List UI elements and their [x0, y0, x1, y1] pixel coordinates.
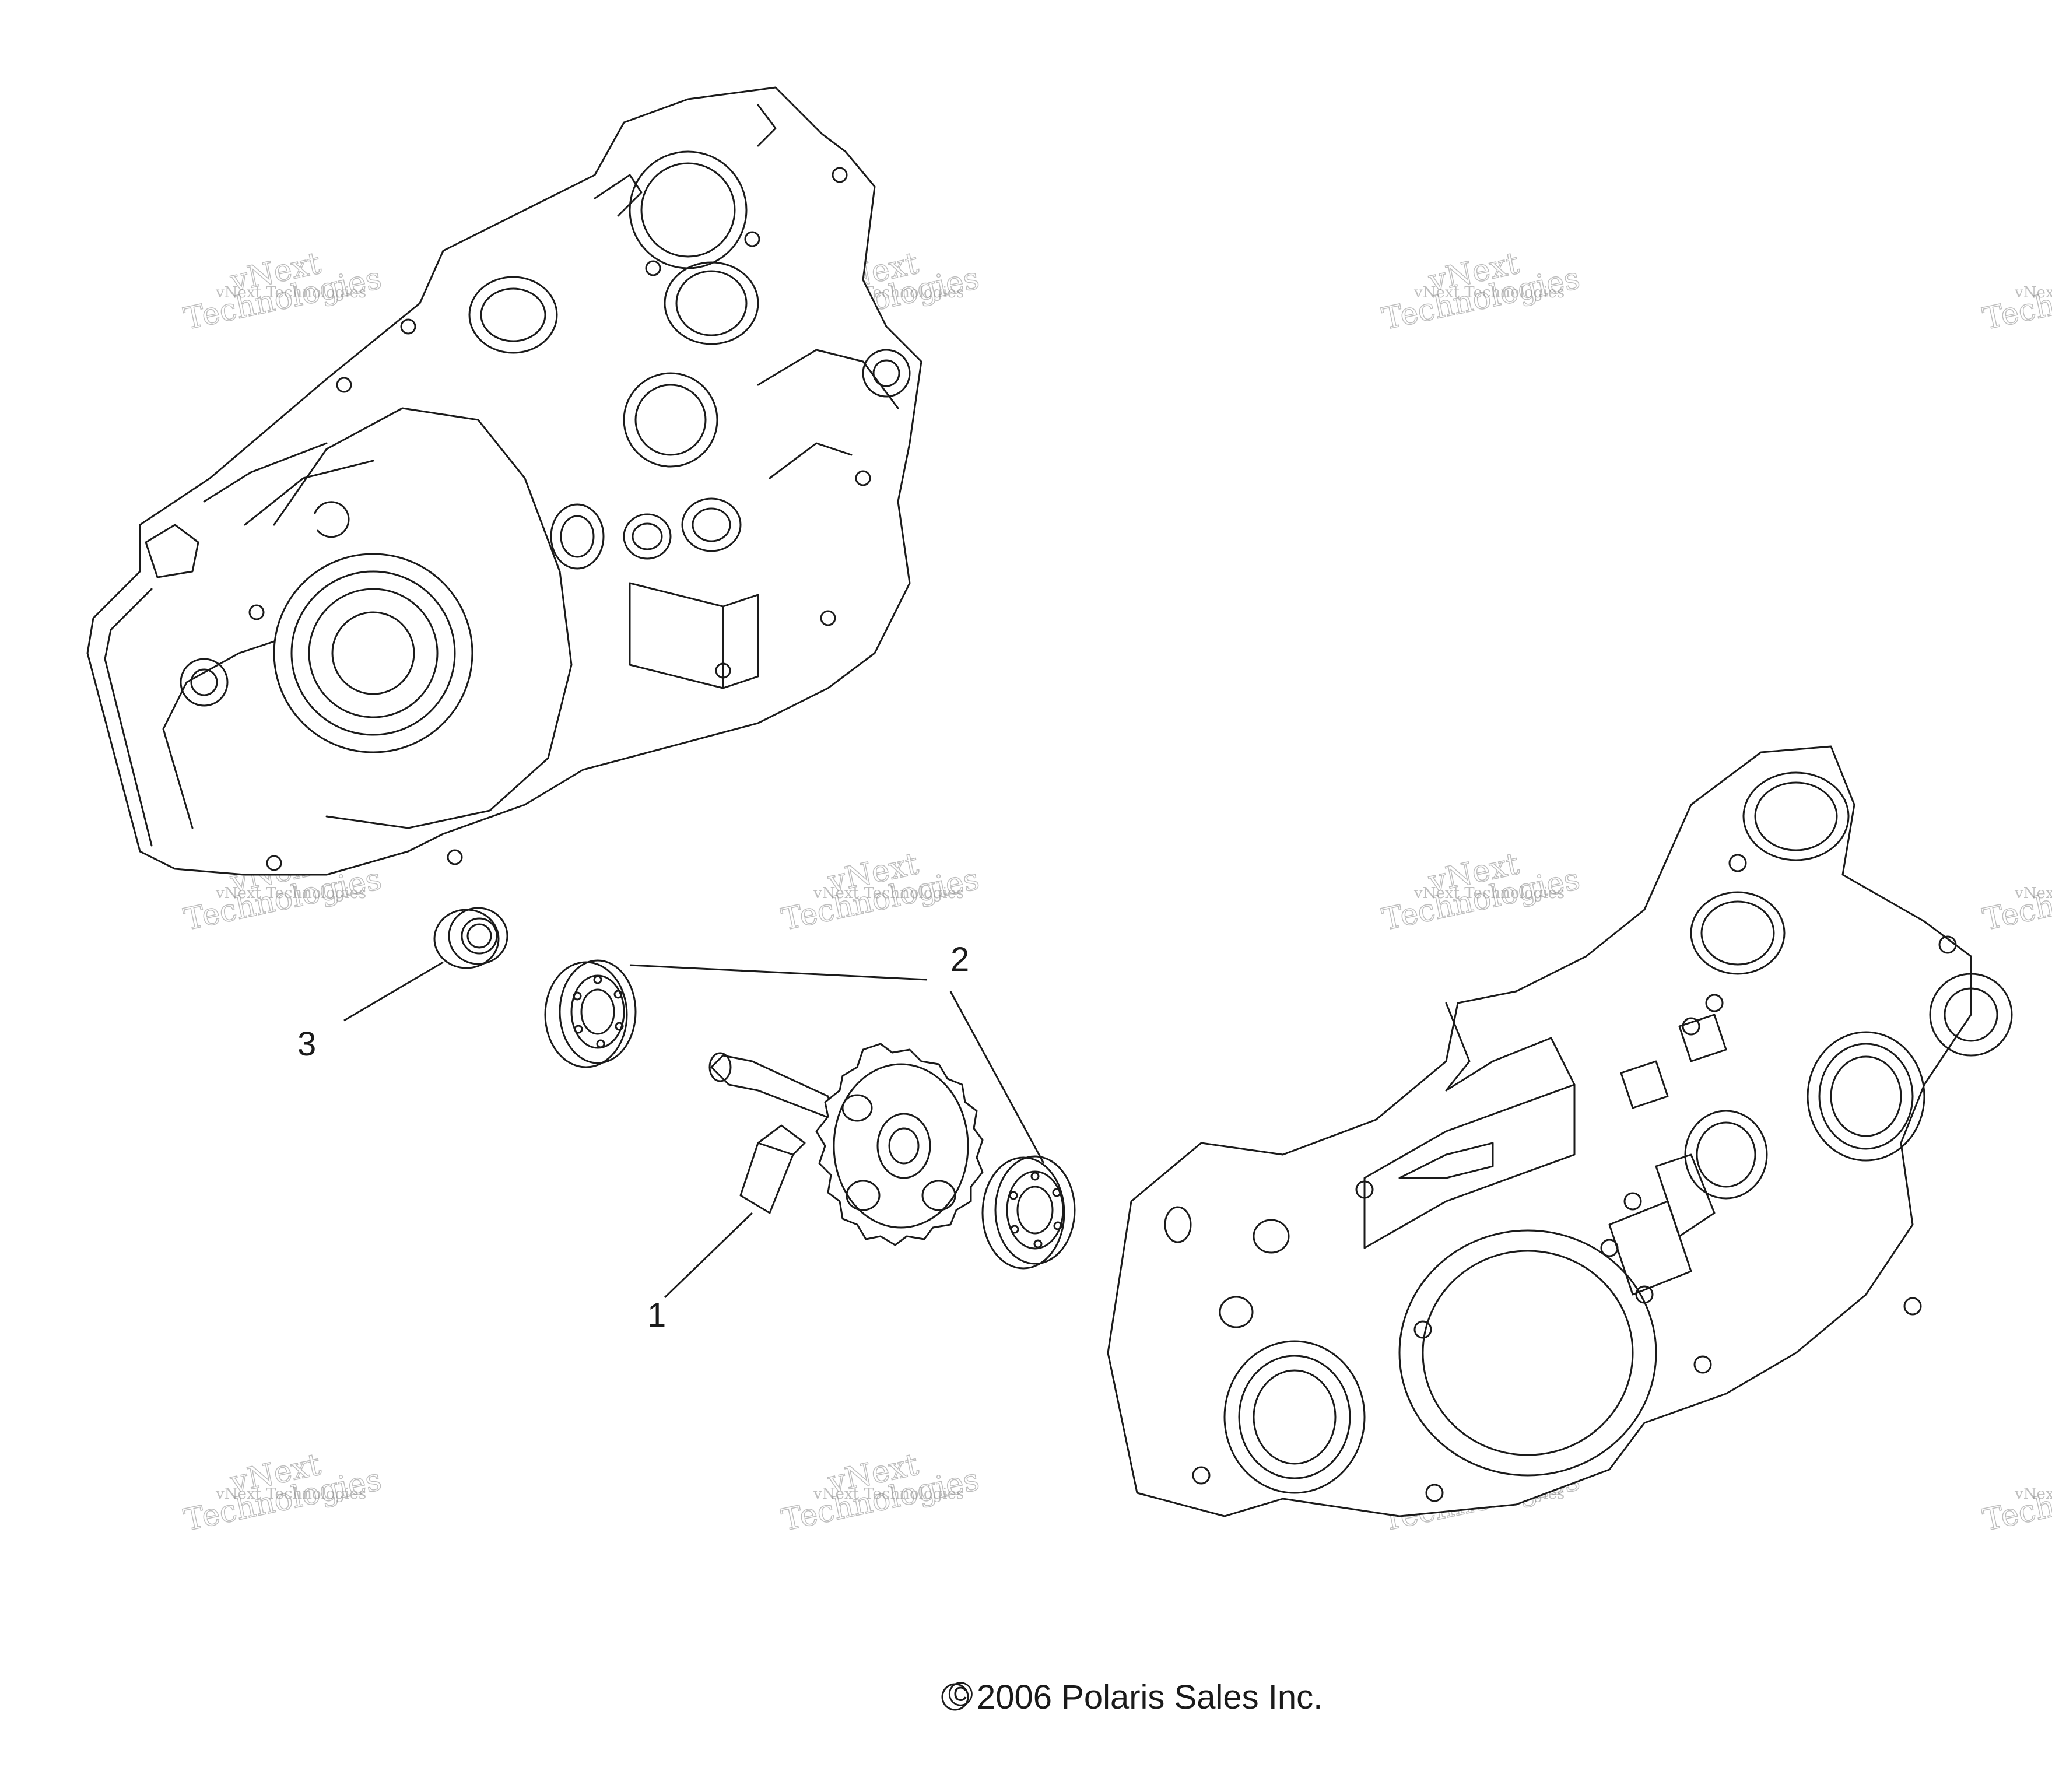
watermark: vNext Technologies vNext Technologies — [1378, 246, 1583, 338]
svg-text:vNext Technologies: vNext Technologies — [215, 284, 366, 301]
callout-2: 2 — [950, 941, 969, 979]
watermark: vNext Technologies Technologies — [1979, 261, 2052, 338]
callout-1: 1 — [647, 1296, 666, 1334]
leader-2-lower — [949, 991, 1045, 1164]
svg-text:vNext Technologies: vNext Technologies — [813, 885, 964, 902]
copyright-symbol: © — [948, 1675, 973, 1713]
svg-text:Technologies: Technologies — [1980, 861, 2052, 937]
right-crankcase-half — [1107, 745, 2013, 1517]
watermark: vNext Technologies vNext Technologies — [180, 1447, 385, 1539]
svg-text:vNext Technologies: vNext Technologies — [1413, 885, 1565, 902]
svg-text:Technologies: Technologies — [1980, 261, 2052, 336]
watermark: vNext Technologies vNext Technologies — [1378, 846, 1583, 938]
left-crankcase-half — [86, 86, 922, 876]
callout-3: 3 — [297, 1025, 316, 1063]
svg-text:vNext Technologies: vNext Technologies — [813, 1485, 964, 1503]
copyright-text: 2006 Polaris Sales Inc. — [977, 1678, 1323, 1716]
svg-text:vNext Technologies: vNext Technologies — [1413, 284, 1565, 301]
svg-text:vNext Technologies: vNext Technologies — [2014, 284, 2052, 301]
leader-2-upper — [629, 964, 928, 981]
leader-1 — [664, 1212, 753, 1299]
watermark: vNext Technologies vNext Technologies — [778, 846, 983, 938]
part-2-bearing-lower — [981, 1155, 1076, 1270]
leader-3 — [343, 961, 444, 1022]
watermark: vNext Technologies Technologies — [1979, 861, 2052, 938]
watermark: vNext Technologies vNext Technologies — [778, 1447, 983, 1539]
watermark: vNext Technologies Technologies — [1979, 1462, 2052, 1539]
callouts: 1 2 3 — [297, 941, 969, 1334]
svg-text:vNext Technologies: vNext Technologies — [2014, 1485, 2052, 1503]
svg-text:vNext Technologies: vNext Technologies — [215, 1485, 366, 1503]
svg-text:vNext Technologies: vNext Technologies — [2014, 885, 2052, 902]
part-3-oil-seal — [433, 907, 508, 969]
svg-text:Technologies: Technologies — [1980, 1462, 2052, 1538]
part-1-shaft-gear — [708, 1043, 984, 1246]
svg-text:vNext Technologies: vNext Technologies — [215, 885, 366, 902]
part-2-bearing-upper — [544, 959, 637, 1068]
copyright: © 2006 Polaris Sales Inc. — [941, 1675, 1323, 1716]
leader-lines — [343, 961, 1045, 1299]
watermark: vNext Technologies vNext Technologies — [180, 246, 385, 338]
